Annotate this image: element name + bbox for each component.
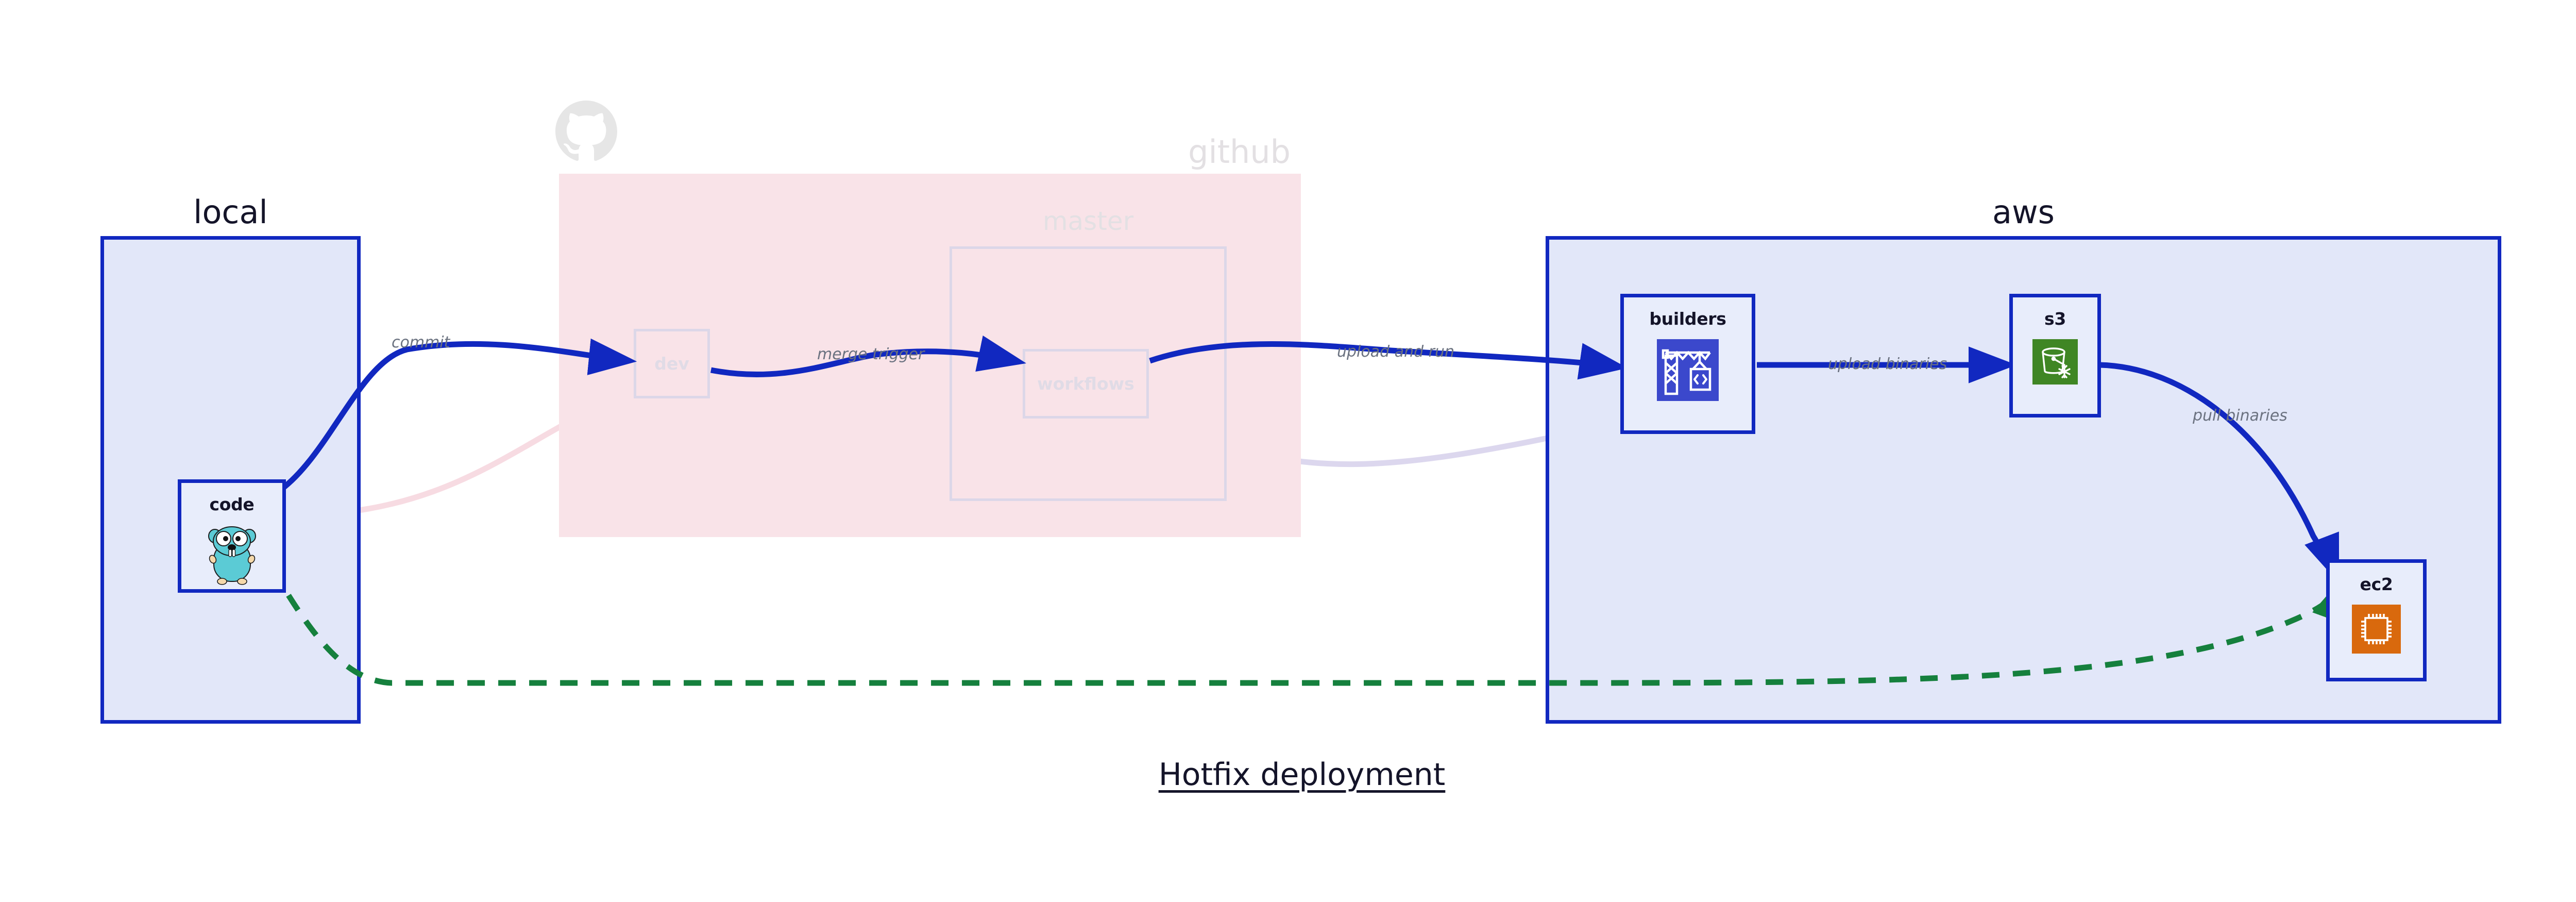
aws-s3-glacier-icon [2032,339,2078,387]
inner-zone-master [950,246,1227,501]
node-builders[interactable]: builders [1620,294,1755,434]
go-gopher-icon [202,525,262,588]
node-s3-label: s3 [2044,309,2066,329]
edge-label-upload-and-run: upload and run [1337,343,1455,361]
node-workflows-label: workflows [1037,374,1134,394]
diagram-title: Hotfix deployment [1158,757,1446,793]
zone-label-github: github [1188,133,1291,171]
node-ec2[interactable]: ec2 [2326,559,2427,681]
edge-hotfix-direct [286,573,2347,686]
edge-upload-and-run [1149,341,1628,380]
node-workflows[interactable]: workflows [1023,349,1149,419]
zone-label-aws: aws [1992,193,2055,231]
inner-zone-label-master: master [1042,206,1134,236]
edge-label-pull-binaries: pull binaries [2193,407,2287,425]
edge-commit [279,338,637,492]
edge-merge-trigger [710,335,1027,377]
aws-codebuild-icon [1657,339,1719,403]
edge-label-merge-trigger: merge trigger [817,345,925,363]
zone-label-local: local [193,193,268,231]
node-builders-label: builders [1649,309,1726,329]
aws-ec2-icon [2352,605,2401,656]
node-ec2-label: ec2 [2360,574,2393,594]
github-octocat-icon [555,101,617,162]
edge-label-commit: commit [392,333,450,352]
node-dev-label: dev [654,354,689,374]
edge-label-upload-binaries: upload binaries [1828,355,1947,373]
node-s3[interactable]: s3 [2009,294,2101,417]
node-code-label: code [209,494,255,514]
edge-pull-binaries [2099,362,2340,583]
node-code[interactable]: code [178,479,286,593]
